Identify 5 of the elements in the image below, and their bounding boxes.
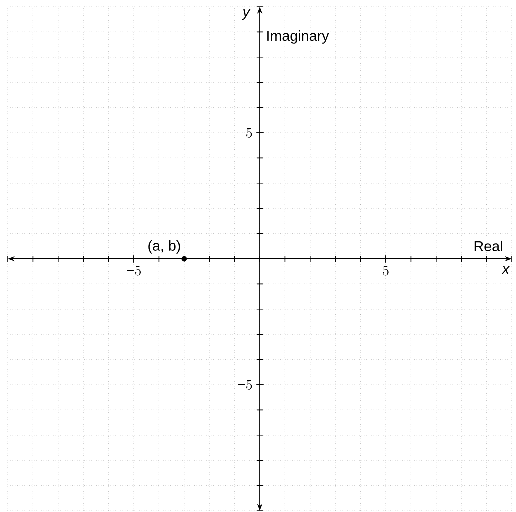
axis-label: Real [474,240,502,252]
axis-label: Imaginary [268,30,330,44]
axis-title: y [242,9,251,20]
axis-title: x [502,266,510,274]
point-label: (a, b) [148,240,180,254]
